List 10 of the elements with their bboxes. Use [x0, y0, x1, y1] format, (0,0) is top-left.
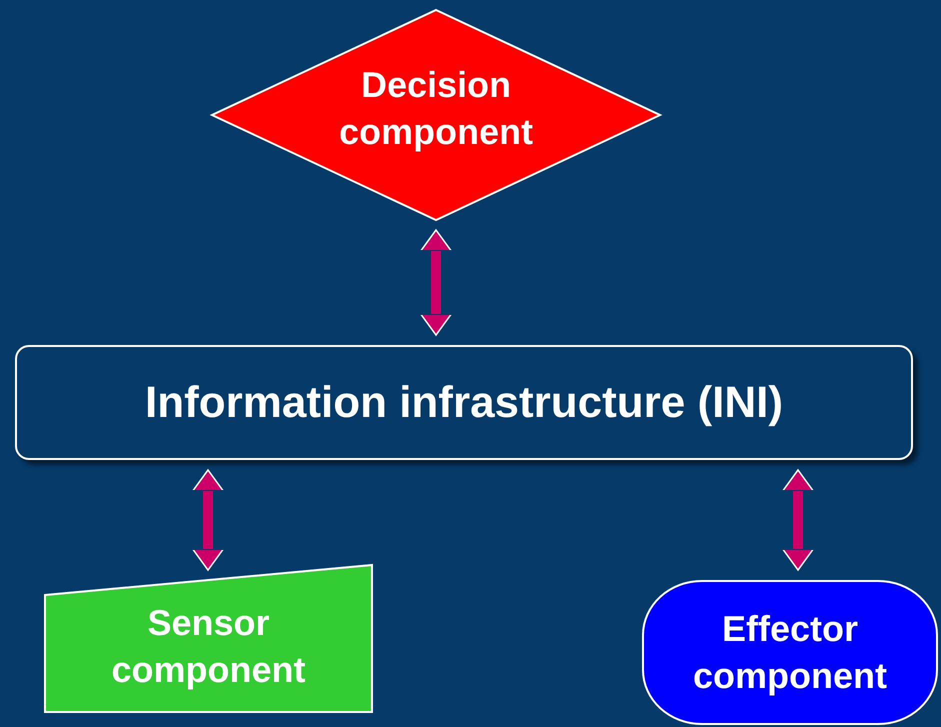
double-arrow	[191, 469, 225, 571]
node-label: Sensor component	[110, 600, 306, 692]
node-label: Effector component	[692, 606, 888, 698]
node-label: Decision component	[338, 63, 534, 154]
decision-diamond	[212, 10, 660, 220]
double-arrow	[419, 229, 453, 336]
node-label: Information infrastructure (INI)	[144, 376, 784, 429]
process-box	[15, 345, 913, 460]
input-shape	[45, 565, 372, 712]
double-arrow	[781, 469, 815, 571]
